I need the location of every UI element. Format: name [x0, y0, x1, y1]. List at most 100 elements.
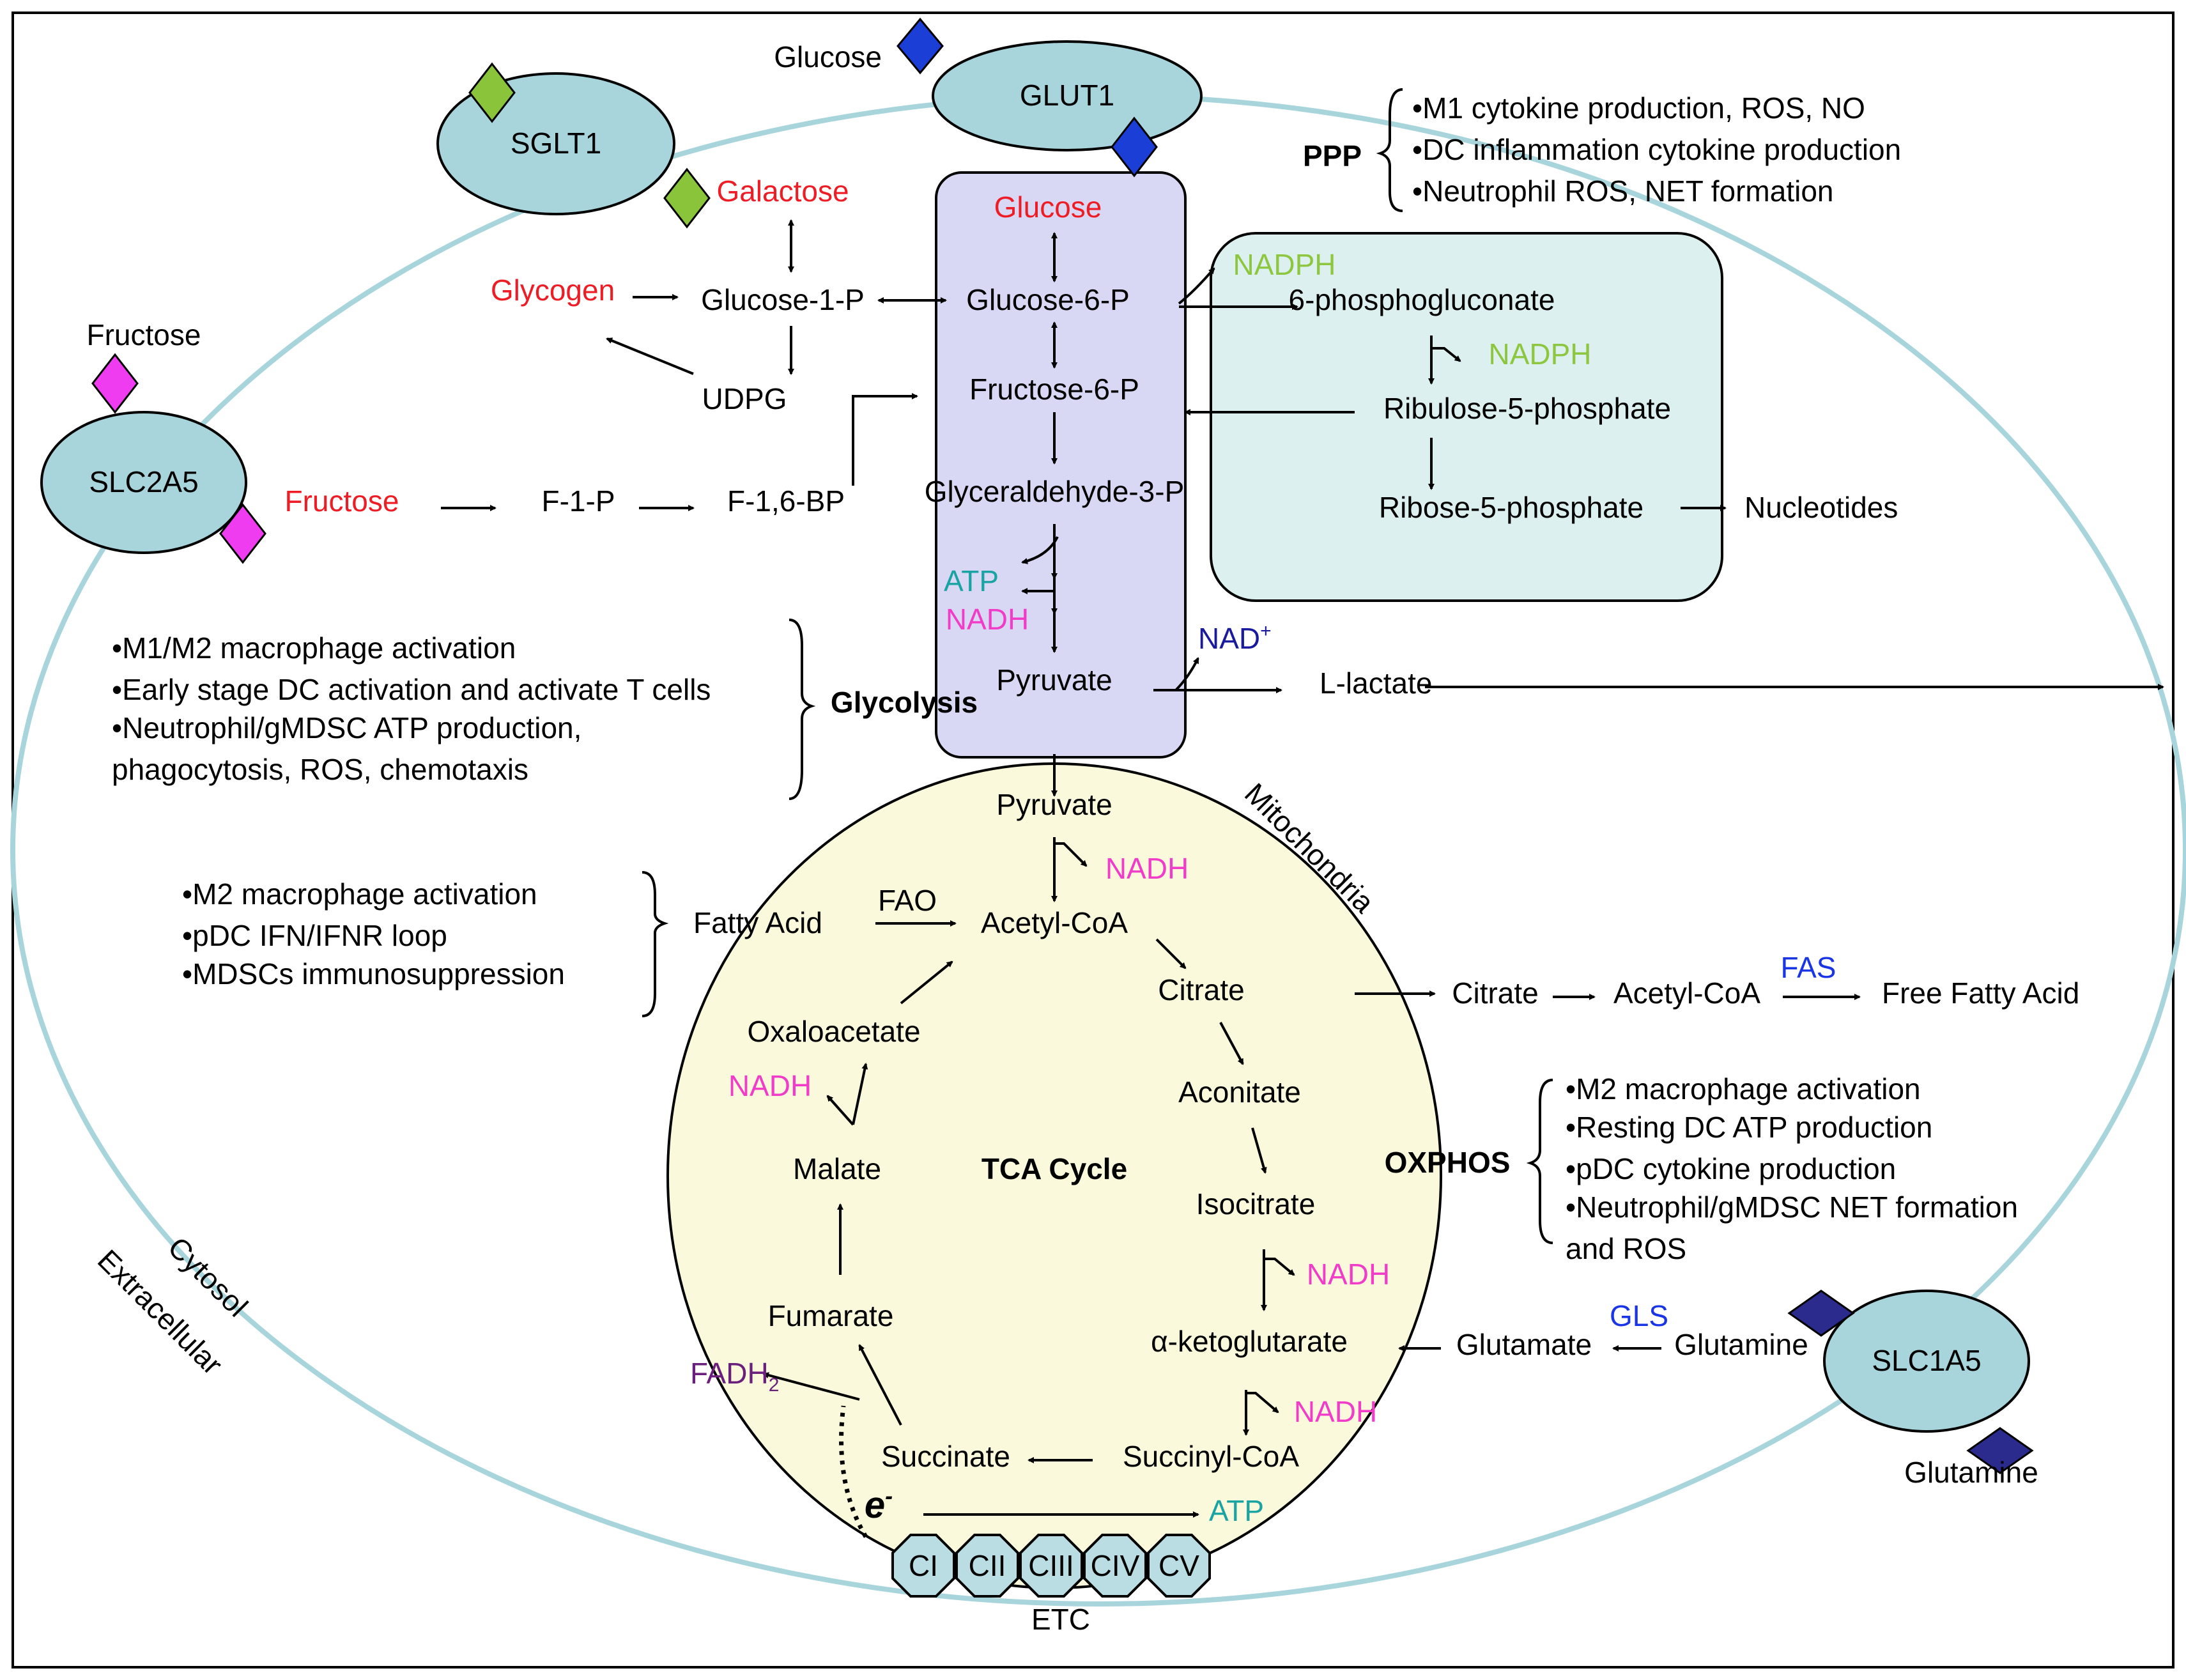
gls-label: GLS: [1610, 1299, 1668, 1332]
fao-label: FAO: [878, 884, 937, 917]
galactose-diamond-outside: [468, 62, 516, 123]
fas-label: FAS: [1781, 951, 1836, 984]
pyruvate-mito: Pyruvate: [996, 788, 1112, 821]
ppp-brace: [1376, 88, 1403, 212]
nadph-label-1: NADPH: [1233, 248, 1335, 281]
fructose-diamond-outside: [91, 353, 139, 414]
electron-text: e: [865, 1484, 885, 1526]
oxaloacetate-label: Oxaloacetate: [747, 1015, 920, 1048]
fao-function-2: •pDC IFN/IFNR loop: [182, 919, 447, 952]
glucose-cytosol: Glucose: [994, 190, 1102, 224]
ppp-box: [1210, 232, 1723, 602]
etc-complex-ciii: [1019, 1534, 1083, 1598]
etc-label: ETC: [1031, 1603, 1090, 1636]
galactose-diamond-inside: [663, 167, 711, 229]
ppp-label: PPP: [1303, 139, 1362, 173]
nad-plus-label: NAD+: [1198, 620, 1272, 655]
glucose-extracellular-label: Glucose: [774, 40, 882, 73]
fao-function-3: •MDSCs immunosuppression: [182, 957, 565, 990]
free-fatty-acid-label: Free Fatty Acid: [1882, 976, 2079, 1010]
slc2a5-label: SLC2A5: [89, 465, 198, 498]
oxphos-function-5: and ROS: [1566, 1232, 1686, 1265]
fadh-text: FADH: [690, 1357, 769, 1390]
arrow-nad-branch: [1174, 657, 1199, 691]
ppp-function-2: •DC inflammation cytokine production: [1412, 133, 1901, 166]
glut1-label: GLUT1: [1020, 79, 1114, 112]
udpg-label: UDPG: [702, 382, 787, 415]
arrow-f16bp-glycolysis: [852, 393, 918, 486]
etc-complex-civ: [1083, 1534, 1147, 1598]
fructose-6-p: Fructose-6-P: [969, 373, 1139, 406]
acetyl-coa-mito: Acetyl-CoA: [981, 906, 1128, 939]
glutamine-cytosol: Glutamine: [1674, 1328, 1808, 1361]
isocitrate-label: Isocitrate: [1196, 1187, 1316, 1221]
fructose-extracellular-label: Fructose: [87, 318, 201, 351]
glycolysis-function-1: •M1/M2 macrophage activation: [112, 631, 516, 665]
etc-complex-label-civ: CIV: [1091, 1549, 1140, 1582]
l-lactate-label: L-lactate: [1320, 667, 1432, 700]
ribose-5-phosphate-label: Ribose-5-phosphate: [1379, 491, 1643, 524]
ppp-function-1: •M1 cytokine production, ROS, NO: [1412, 91, 1865, 125]
oxphos-function-1: •M2 macrophage activation: [1566, 1072, 1921, 1106]
etc-complex-label-cii: CII: [969, 1549, 1006, 1582]
etc-complex-label-ci: CI: [909, 1549, 938, 1582]
arrow-nadh-malate: [826, 1095, 854, 1126]
f-1-p-label: F-1-P: [542, 484, 615, 518]
fadh-sub: 2: [769, 1375, 780, 1396]
citrate-mito: Citrate: [1158, 973, 1244, 1006]
arrow-nadh-pyr: [1054, 842, 1088, 867]
slc1a5-label: SLC1A5: [1872, 1344, 1981, 1377]
oxphos-function-2: •Resting DC ATP production: [1566, 1111, 1932, 1144]
glucose-diamond-inside: [1111, 116, 1158, 178]
oxphos-function-3: •pDC cytokine production: [1566, 1152, 1896, 1185]
arrow-oxaloacetate-acetylcoa: [900, 960, 953, 1005]
pyruvate-cytosol: Pyruvate: [996, 663, 1112, 697]
etc-complex-cv: [1147, 1534, 1211, 1598]
arrow-acetylcoa-citrate: [1155, 938, 1187, 969]
arrow-nadh-iso: [1264, 1258, 1295, 1276]
nadh-isocitrate: NADH: [1307, 1258, 1390, 1291]
glutamine-diamond-inside: [1787, 1290, 1855, 1337]
ribulose-5-phosphate-label: Ribulose-5-phosphate: [1383, 392, 1671, 425]
succinyl-coa-label: Succinyl-CoA: [1123, 1440, 1299, 1473]
nucleotides-label: Nucleotides: [1744, 491, 1898, 524]
arrow-citrate-aconitate: [1219, 1022, 1244, 1065]
glutamine-diamond-outside: [1966, 1427, 2034, 1474]
arrow-nadph-1: [1178, 267, 1215, 305]
tca-cycle-label: TCA Cycle: [981, 1152, 1127, 1185]
galactose-label: Galactose: [716, 174, 849, 208]
nadh-malate: NADH: [728, 1069, 812, 1102]
fructose-diamond-inside: [219, 503, 266, 564]
aconitate-label: Aconitate: [1178, 1075, 1301, 1109]
oxphos-function-4: •Neutrophil/gMDSC NET formation: [1566, 1191, 2018, 1224]
glycolysis-brace: [789, 619, 816, 800]
arrow-udpg-glycogen: [606, 337, 694, 375]
slc1a5-transporter: [1823, 1290, 2030, 1433]
glycogen-label: Glycogen: [491, 274, 615, 307]
acetyl-coa-cytosol: Acetyl-CoA: [1613, 976, 1760, 1010]
electron-dotted-path: [839, 1405, 868, 1538]
electron-sup: -: [885, 1483, 893, 1509]
arrow-malate-oxaloacetate: [852, 1063, 868, 1125]
nadh-pyruvate: NADH: [1105, 852, 1189, 885]
slc2a5-transporter: [40, 411, 247, 554]
f-1-6-bp-label: F-1,6-BP: [727, 484, 845, 518]
glucose-1-p: Glucose-1-P: [701, 283, 865, 316]
etc-complex-label-cv: CV: [1158, 1549, 1199, 1582]
glucose-6-p: Glucose-6-P: [966, 283, 1130, 316]
oxphos-brace: [1526, 1079, 1553, 1244]
arrow-aconitate-isocitrate: [1251, 1127, 1267, 1174]
sglt1-label: SGLT1: [511, 127, 601, 160]
glycolysis-atp: ATP: [944, 564, 999, 597]
fao-function-1: •M2 macrophage activation: [182, 877, 537, 911]
glycolysis-nadh: NADH: [946, 603, 1029, 636]
nadph-label-2: NADPH: [1488, 337, 1591, 371]
nad-sup: +: [1260, 620, 1272, 642]
6-phosphogluconate-label: 6-phosphogluconate: [1289, 283, 1555, 316]
glyceraldehyde-3-p: Glyceraldehyde-3-P: [925, 475, 1185, 508]
glycolysis-function-4: phagocytosis, ROS, chemotaxis: [112, 753, 528, 786]
nadh-akg: NADH: [1294, 1395, 1377, 1428]
alpha-ketoglutarate-label: α-ketoglutarate: [1151, 1325, 1348, 1358]
fatty-acid-label: Fatty Acid: [693, 906, 822, 939]
